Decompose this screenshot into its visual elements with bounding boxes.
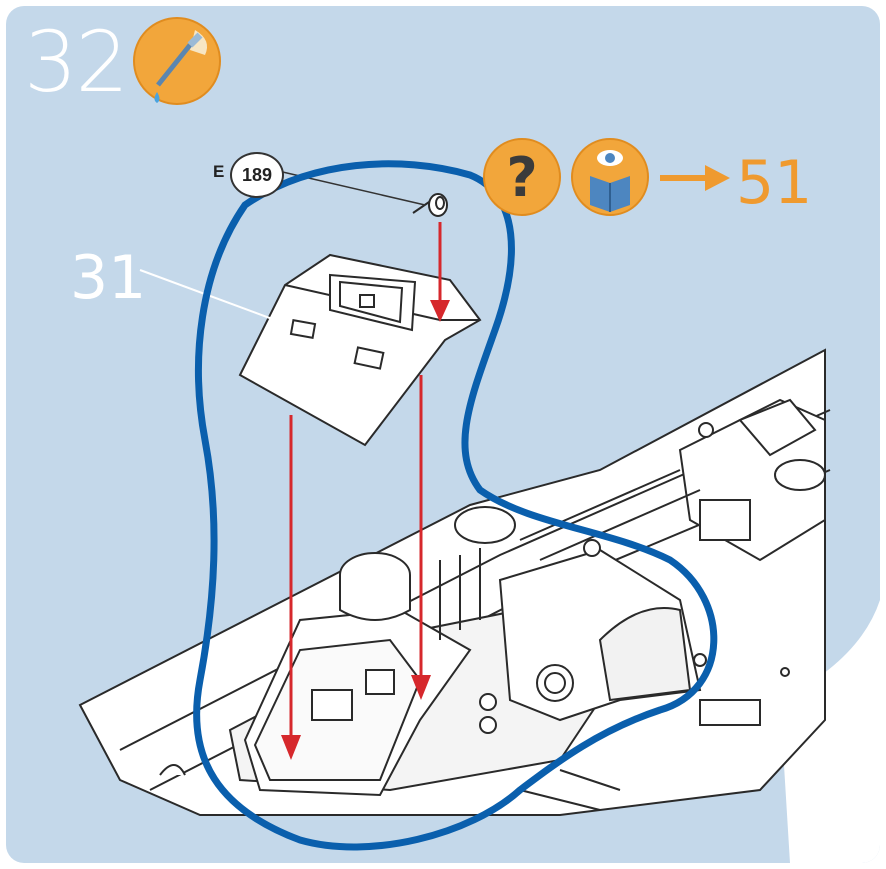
- part-number-label: 31: [70, 243, 147, 313]
- question-mark-icon: ?: [483, 138, 561, 216]
- highlight-outline: [193, 160, 718, 851]
- placement-arrows: [281, 222, 450, 760]
- assembly-diagram: ?: [78, 17, 880, 863]
- book-eye-icon: [571, 138, 649, 216]
- svg-text:?: ?: [506, 146, 537, 209]
- orange-arrow-icon: [660, 165, 730, 191]
- reference-step-number: 51: [736, 148, 813, 218]
- roof-part: [238, 253, 482, 447]
- instruction-panel: ? 32 31 E 189 51: [6, 6, 880, 863]
- sprue-part-number: 189: [230, 152, 284, 198]
- small-part-189: [412, 193, 448, 217]
- boat-hull: [78, 348, 831, 816]
- glue-dropper-icon: [133, 17, 221, 105]
- sprue-letter: E: [213, 162, 225, 181]
- step-number: 32: [24, 13, 129, 111]
- model-background-area: [780, 600, 880, 863]
